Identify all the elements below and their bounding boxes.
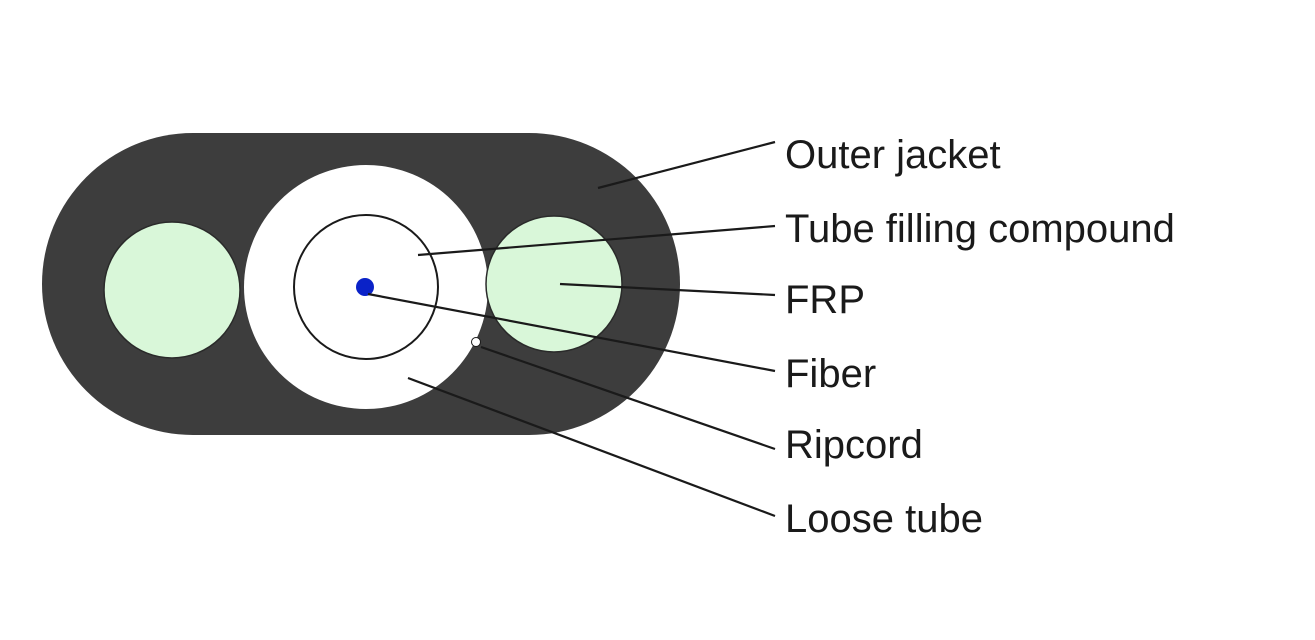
leader-frp (559, 282, 776, 297)
label-outer-jacket: Outer jacket (785, 133, 1001, 177)
frp-left (103, 221, 241, 359)
label-fiber: Fiber (785, 352, 876, 396)
leader-fiber (367, 292, 776, 373)
label-ripcord: Ripcord (785, 423, 923, 467)
leader-ripcord (480, 345, 776, 451)
frp-right (485, 215, 623, 353)
label-frp: FRP (785, 278, 865, 322)
leader-outer-jacket (597, 140, 776, 190)
ripcord (471, 337, 481, 347)
label-loose-tube: Loose tube (785, 497, 983, 541)
fiber (356, 278, 374, 296)
label-tube-filling-compound: Tube filling compound (785, 207, 1175, 251)
leader-loose-tube (407, 376, 776, 518)
leader-tube-filling-compound (417, 224, 776, 257)
